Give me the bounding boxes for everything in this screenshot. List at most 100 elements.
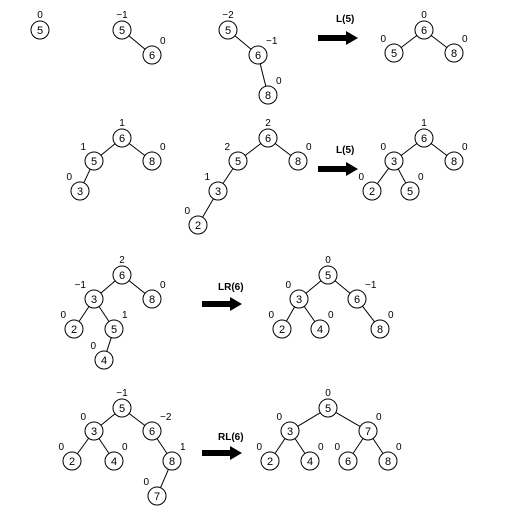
balance-factor-label: 0 bbox=[318, 442, 324, 453]
tree-node: 5−2 bbox=[218, 10, 238, 40]
node-key: 3 bbox=[391, 156, 397, 168]
balance-factor-label: 0 bbox=[160, 280, 166, 291]
tree-edge bbox=[160, 469, 169, 488]
tree-node: 40 bbox=[104, 442, 128, 471]
node-key: 8 bbox=[149, 156, 155, 168]
balance-factor-label: 0 bbox=[160, 142, 166, 153]
node-circle bbox=[112, 398, 132, 418]
tree-node: 20 bbox=[256, 442, 280, 471]
tree-edge bbox=[100, 143, 116, 156]
node-key: 5 bbox=[325, 403, 331, 415]
tree-node: 5−1 bbox=[112, 388, 132, 418]
node-key: 8 bbox=[377, 324, 383, 336]
rotation-step: L(5) bbox=[318, 145, 358, 176]
tree-node: 30 bbox=[80, 412, 104, 441]
node-circle bbox=[358, 421, 378, 441]
node-circle bbox=[288, 151, 308, 171]
node-key: 5 bbox=[119, 403, 125, 415]
node-circle bbox=[260, 451, 280, 471]
node-key: 5 bbox=[407, 186, 413, 198]
balance-factor-label: 0 bbox=[60, 310, 66, 321]
node-key: 5 bbox=[235, 156, 241, 168]
tree-node: 80 bbox=[378, 442, 402, 471]
node-key: 5 bbox=[91, 156, 97, 168]
tree-node: 30 bbox=[380, 142, 404, 171]
tree-edge bbox=[83, 168, 91, 184]
rotation-label: L(5) bbox=[336, 145, 354, 156]
tree-node: 60 bbox=[142, 36, 166, 65]
node-key: 8 bbox=[451, 48, 457, 60]
balance-factor-label: 0 bbox=[380, 142, 386, 153]
node-circle bbox=[318, 265, 338, 285]
node-circle bbox=[414, 20, 434, 40]
tree-edge bbox=[128, 143, 146, 156]
node-circle bbox=[62, 451, 82, 471]
tree-edge bbox=[274, 438, 286, 454]
node-circle bbox=[272, 319, 292, 339]
balance-factor-label: 0 bbox=[334, 442, 340, 453]
tree-node: 81 bbox=[162, 442, 186, 471]
tree-edge bbox=[244, 143, 262, 156]
node-key: 5 bbox=[111, 324, 117, 336]
tree-node: 70 bbox=[143, 477, 167, 506]
node-key: 4 bbox=[307, 456, 313, 468]
tree-edge bbox=[303, 306, 316, 322]
node-key: 5 bbox=[119, 25, 125, 37]
node-circle bbox=[142, 289, 162, 309]
node-key: 6 bbox=[119, 270, 125, 282]
balance-factor-label: 0 bbox=[462, 34, 468, 45]
tree-node: 60 bbox=[334, 442, 358, 471]
tree-node: 80 bbox=[444, 34, 468, 63]
tree-node: 62 bbox=[112, 255, 132, 285]
node-key: 6 bbox=[149, 426, 155, 438]
balance-factor-label: 0 bbox=[396, 442, 402, 453]
node-key: 6 bbox=[255, 50, 261, 62]
tree-edge bbox=[397, 168, 407, 184]
balance-factor-label: −1 bbox=[266, 36, 278, 47]
node-circle bbox=[147, 486, 167, 506]
node-key: 2 bbox=[267, 456, 273, 468]
tree-edge bbox=[286, 306, 295, 322]
tree-edge bbox=[98, 306, 110, 322]
node-circle bbox=[289, 289, 309, 309]
tree-node: 60 bbox=[414, 10, 434, 40]
tree-node: 40 bbox=[310, 310, 334, 339]
node-circle bbox=[370, 319, 390, 339]
balance-factor-label: 2 bbox=[224, 142, 230, 153]
balance-factor-label: 1 bbox=[119, 118, 125, 129]
tree-edge bbox=[352, 438, 364, 454]
balance-factor-label: 0 bbox=[276, 76, 282, 87]
balance-factor-label: 0 bbox=[358, 172, 364, 183]
tree-edge bbox=[305, 280, 322, 294]
tree-node: 50 bbox=[318, 255, 338, 285]
tree-edge bbox=[400, 35, 418, 48]
tree-edge bbox=[106, 337, 112, 352]
tree-edge bbox=[376, 167, 390, 185]
node-key: 4 bbox=[317, 324, 323, 336]
node-key: 8 bbox=[295, 156, 301, 168]
balance-factor-label: 0 bbox=[37, 10, 43, 21]
tree-node: 5−1 bbox=[112, 10, 132, 40]
node-circle bbox=[318, 398, 338, 418]
tree-node: 52 bbox=[224, 142, 248, 171]
node-circle bbox=[208, 181, 228, 201]
node-key: 3 bbox=[91, 294, 97, 306]
rotation-step: LR(6) bbox=[202, 282, 244, 311]
node-circle bbox=[112, 265, 132, 285]
balance-factor-label: 0 bbox=[328, 310, 334, 321]
tree-node: 30 bbox=[276, 412, 300, 441]
tree-node: 6−1 bbox=[347, 280, 377, 309]
node-circle bbox=[228, 151, 248, 171]
tree-edge bbox=[234, 35, 252, 50]
tree-node: 80 bbox=[444, 142, 468, 171]
node-key: 5 bbox=[391, 48, 397, 60]
balance-factor-label: 0 bbox=[421, 10, 427, 21]
node-key: 5 bbox=[225, 25, 231, 37]
tree-edge bbox=[156, 438, 168, 454]
node-circle bbox=[338, 451, 358, 471]
balance-factor-label: 0 bbox=[388, 310, 394, 321]
tree-edge bbox=[128, 35, 146, 50]
